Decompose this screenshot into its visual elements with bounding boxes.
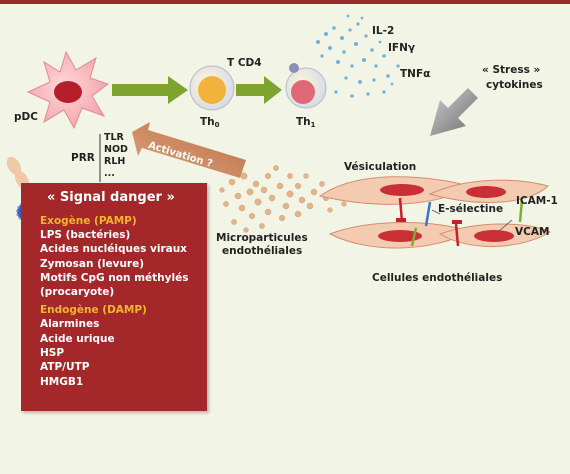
endogenous-heading: Endogène (DAMP) <box>40 304 147 317</box>
th0-label: Th0 <box>200 116 220 129</box>
exogenous-item: Zymosan (levure) <box>40 257 145 270</box>
danger-signal-title: « Signal danger » <box>47 190 175 205</box>
il2-label: IL-2 <box>372 25 395 37</box>
pdc-cell <box>26 50 110 130</box>
endothelial-cells <box>318 176 552 249</box>
stress-label-line1: « Stress » <box>482 64 541 76</box>
eselectine-label: E-sélectine <box>438 203 504 215</box>
exogenous-item: Motifs CpG non méthylés <box>40 271 189 284</box>
endogenous-item: HSP <box>40 347 65 360</box>
leader-lines <box>431 209 513 233</box>
exogenous-heading: Exogène (PAMP) <box>40 215 137 227</box>
th1-label: Th1 <box>296 116 316 129</box>
top-bar <box>0 0 570 4</box>
endogenous-item: Alarmines <box>40 318 100 331</box>
endogenous-item: ATP/UTP <box>40 361 90 374</box>
endogenous-item: HMGB1 <box>40 375 84 388</box>
adhesion-molecules <box>396 197 524 247</box>
stress-label-line2: cytokines <box>486 79 543 91</box>
receptor-item: ... <box>104 168 115 179</box>
tnfa-label: TNFα <box>400 68 431 80</box>
endothelial-cells-label: Cellules endothéliales <box>372 272 503 284</box>
receptor-list: TLR NOD RLH ... <box>104 132 128 180</box>
th1-cell <box>285 63 327 109</box>
receptor-item: RLH <box>104 156 126 167</box>
microparticules-label-line2: endothéliales <box>222 245 303 257</box>
cytokine-cloud <box>316 14 400 98</box>
vesiculation-label: Vésiculation <box>344 161 417 173</box>
danger-signal-box <box>21 183 207 411</box>
prr-label: PRR <box>71 152 95 164</box>
danger-signal-list: Exogène (PAMP) LPS (bactéries) Acides nu… <box>40 214 205 389</box>
exogenous-item: (procaryote) <box>40 286 115 299</box>
receptor-item: NOD <box>104 144 128 155</box>
endogenous-item: Acide urique <box>40 332 115 345</box>
ifng-label: IFNγ <box>388 42 416 54</box>
exogenous-item: Acides nucléiques viraux <box>40 243 187 256</box>
pdc-label: pDC <box>14 111 38 123</box>
vcam-label: VCAM <box>515 226 550 238</box>
receptor-item: TLR <box>104 132 124 143</box>
activation-arrow <box>132 122 246 178</box>
tcd4-label: T CD4 <box>227 57 262 69</box>
th0-cell <box>189 65 235 111</box>
microparticles <box>219 165 359 233</box>
microparticules-label-line1: Microparticules <box>216 232 308 244</box>
exogenous-item: LPS (bactéries) <box>40 229 131 241</box>
differentiation-arrows <box>112 76 282 104</box>
stress-arrow <box>430 88 478 136</box>
icam-label: ICAM-1 <box>516 195 558 207</box>
